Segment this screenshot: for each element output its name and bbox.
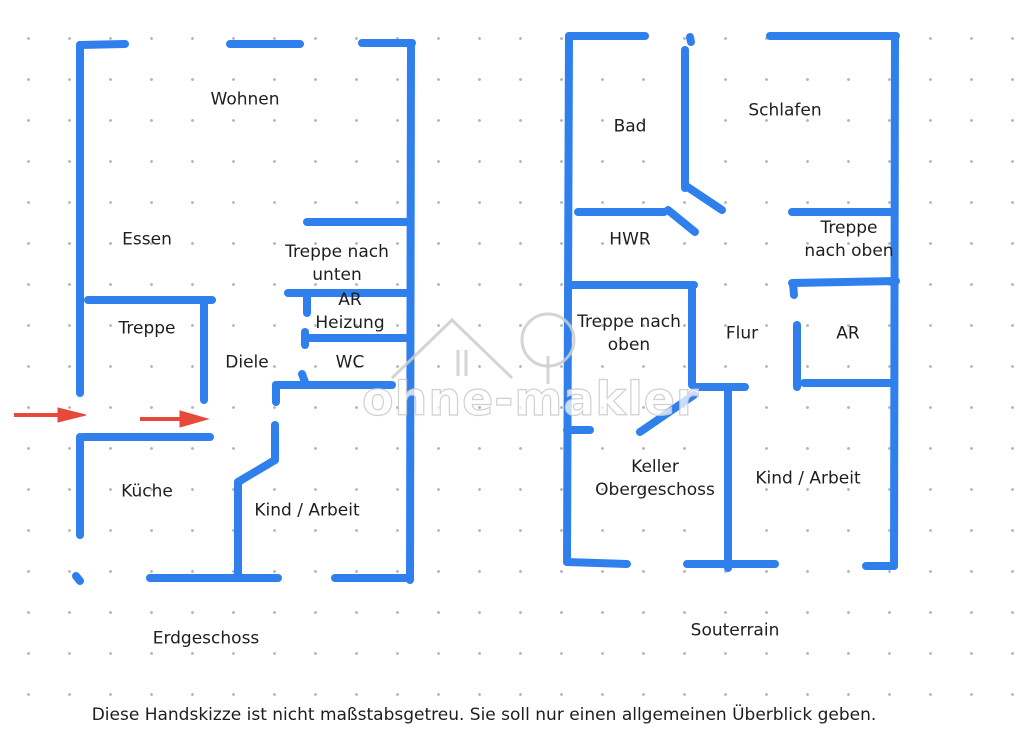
wall — [76, 40, 129, 49]
wall — [636, 391, 698, 436]
room-label-essen: Essen — [122, 229, 172, 250]
entrance-arrow-inner — [140, 410, 210, 428]
room-label-ar: AR — [836, 323, 860, 344]
room-label-kind-arbeit-eg: Kind / Arbeit — [254, 500, 360, 521]
entrance-arrow-outer — [14, 407, 87, 423]
wall — [234, 456, 279, 486]
wall — [890, 32, 899, 570]
room-label-bad: Bad — [613, 116, 647, 137]
wall — [789, 279, 798, 299]
room-label-ar-heizung: AR Heizung — [315, 290, 385, 333]
wall — [563, 558, 631, 568]
room-label-kueche: Küche — [121, 481, 173, 502]
arrow-head — [179, 410, 210, 428]
wall — [788, 277, 900, 287]
watermark-logo-icon — [390, 312, 576, 384]
room-label-treppe: Treppe — [118, 318, 176, 339]
floor-title-erdgeschoss: Erdgeschoss — [152, 628, 260, 649]
house-roof — [390, 317, 514, 380]
wall — [298, 370, 309, 386]
room-label-hwr: HWR — [609, 229, 651, 250]
room-label-treppe-nach-oben-left: Treppe nach oben — [577, 312, 681, 355]
room-label-keller-obergeschoss: Keller Obergeschoss — [595, 457, 715, 500]
disclaimer-caption: Diese Handskizze ist nicht maßstabsgetre… — [91, 705, 877, 725]
arrow-head — [57, 407, 87, 423]
room-label-schlafen: Schlafen — [748, 100, 822, 121]
wall — [682, 182, 726, 214]
floor-title-souterrain: Souterrain — [690, 620, 780, 641]
room-label-kind-arbeit-ug: Kind / Arbeit — [755, 468, 861, 489]
room-label-treppe-nach-unten: Treppe nach unten — [285, 242, 389, 285]
ground-floor-walls — [72, 39, 416, 585]
room-label-treppe-nach-oben-right: Treppe nach oben — [804, 218, 894, 261]
wall — [664, 206, 699, 236]
room-label-diele: Diele — [225, 352, 269, 373]
room-label-wohnen: Wohnen — [210, 89, 280, 110]
wall — [406, 39, 415, 584]
basement-walls — [563, 32, 900, 572]
watermark-text: ohne-makler — [361, 371, 700, 426]
room-label-wc: WC — [335, 352, 365, 373]
wall — [563, 32, 573, 566]
wall — [686, 33, 695, 46]
wall — [72, 572, 84, 585]
room-label-flur: Flur — [725, 323, 759, 344]
